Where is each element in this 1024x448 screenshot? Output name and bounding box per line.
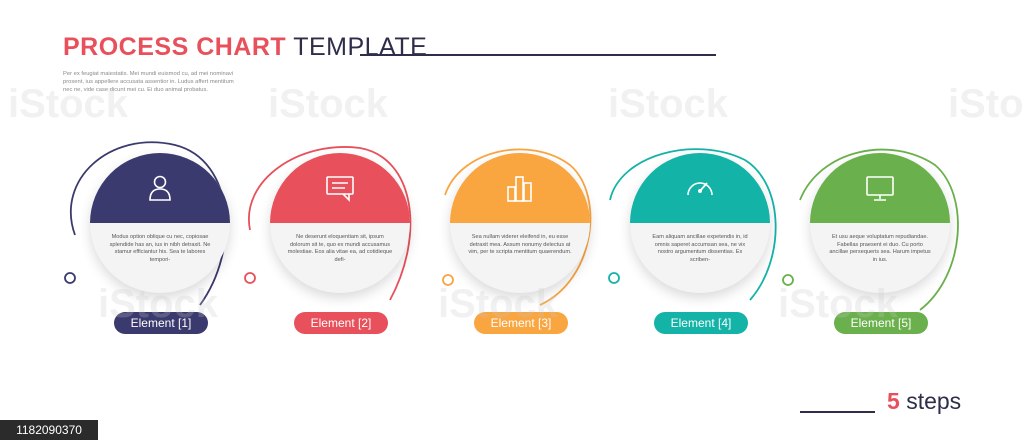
step-circle: Sea nullam viderer eleifend in, eu esse …: [450, 153, 590, 293]
decorative-curve: [248, 146, 412, 301]
step-header: [90, 153, 230, 223]
decorative-dot: [244, 272, 256, 284]
gauge-icon: [687, 182, 713, 196]
intro-text: Per ex feugiat maiestatis. Mei mundi eui…: [63, 71, 234, 93]
step-header: [810, 153, 950, 223]
step-header: [630, 153, 770, 223]
decorative-dot: [782, 274, 794, 286]
monitor-icon: [866, 176, 894, 201]
step-header: [450, 153, 590, 223]
title-highlight: PROCESS CHART: [63, 33, 287, 61]
step-description: Et usu aeque voluptatum repudiandae. Fab…: [829, 234, 931, 263]
step-label-pill: Element [3]: [474, 312, 568, 334]
decorative-dot: [608, 272, 620, 284]
person-icon: [149, 175, 171, 201]
step-description: Ne deserunt eloquentiam sit, ipsum dolor…: [287, 234, 393, 263]
title-underline: [360, 54, 716, 56]
decorative-ring: [244, 146, 412, 301]
process-step: Eam aliquam ancillae expetendis in, id o…: [600, 140, 790, 340]
stock-id-badge: 1182090370: [0, 420, 98, 440]
footer-steps: 5 steps: [887, 388, 961, 415]
step-description: Sea nullam viderer eleifend in, eu esse …: [468, 234, 572, 256]
process-step: Et usu aeque voluptatum repudiandae. Fab…: [780, 140, 970, 340]
chat-bubble-icon: [326, 176, 354, 202]
process-step: Modus option oblique cu nec, copiosae sp…: [60, 140, 250, 340]
step-description: Eam aliquam ancillae expetendis in, id o…: [652, 234, 748, 263]
step-label-pill: Element [4]: [654, 312, 748, 334]
title-rest: TEMPLATE: [293, 33, 428, 61]
step-circle: Modus option oblique cu nec, copiosae sp…: [90, 153, 230, 293]
steps-label: steps: [906, 388, 962, 414]
step-circle: Eam aliquam ancillae expetendis in, id o…: [630, 153, 770, 293]
step-circle: Et usu aeque voluptatum repudiandae. Fab…: [810, 153, 950, 293]
step-description: Modus option oblique cu nec, copiosae sp…: [109, 234, 211, 263]
page-title: PROCESS CHART TEMPLATE: [63, 33, 427, 62]
steps-count: 5: [887, 388, 900, 414]
footer-line: [800, 411, 875, 413]
process-step: Ne deserunt eloquentiam sit, ipsum dolor…: [240, 140, 430, 340]
decorative-dot: [64, 272, 76, 284]
decorative-dot: [442, 274, 454, 286]
step-label-pill: Element [5]: [834, 312, 928, 334]
step-header: [270, 153, 410, 223]
process-step: Sea nullam viderer eleifend in, eu esse …: [420, 140, 610, 340]
step-circle: Ne deserunt eloquentiam sit, ipsum dolor…: [270, 153, 410, 293]
step-label-pill: Element [1]: [114, 312, 208, 334]
bar-chart-icon: [507, 176, 532, 202]
step-label-pill: Element [2]: [294, 312, 388, 334]
